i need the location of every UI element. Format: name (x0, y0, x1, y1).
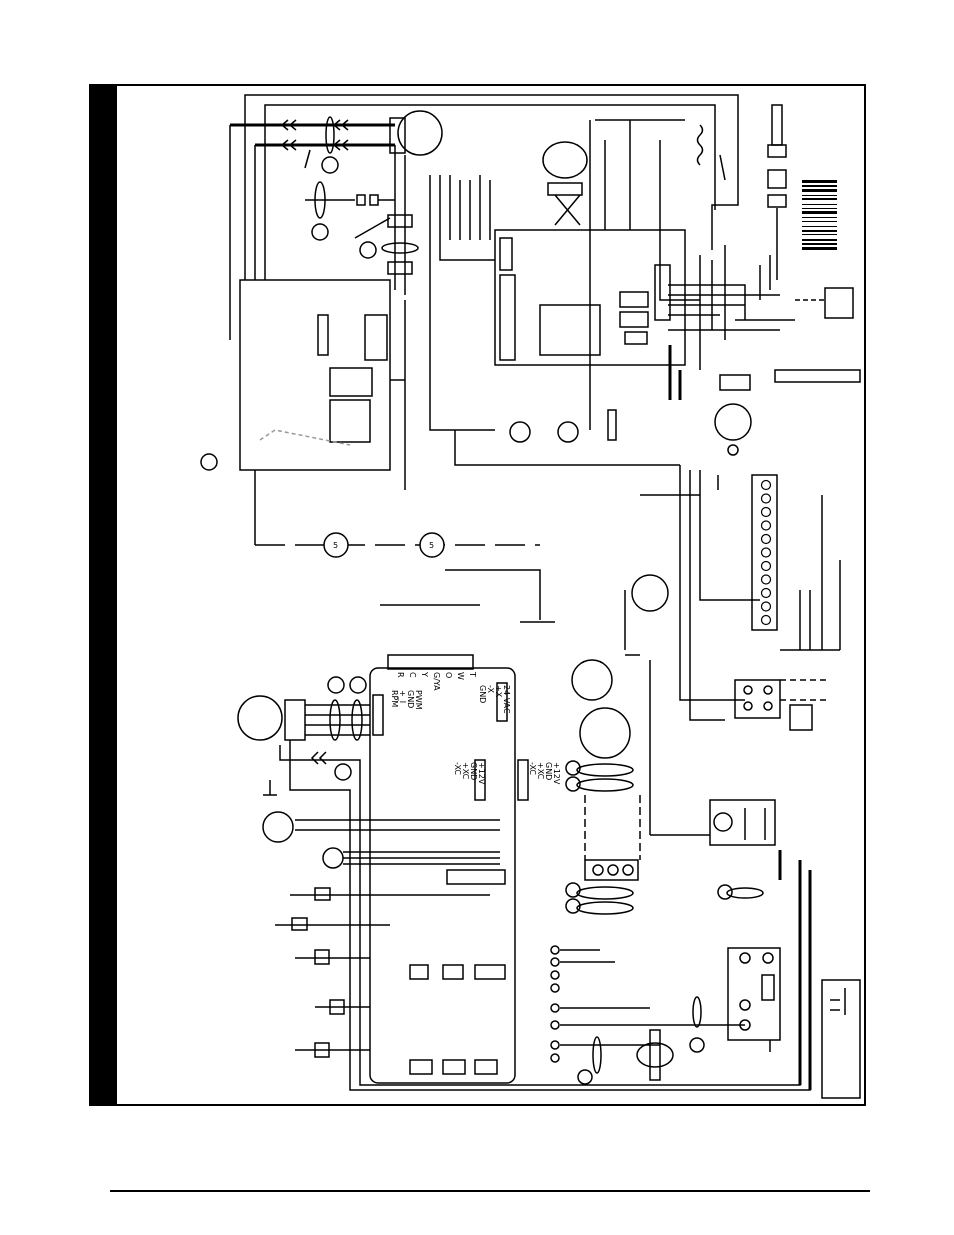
wires-top (201, 95, 860, 730)
svg-text:+_I: +_I (398, 690, 407, 703)
motor-terminal-labels: RPM +_I GND PWM (390, 690, 423, 710)
blower-motor (715, 404, 751, 440)
svg-text:PWM: PWM (414, 690, 423, 710)
barcode (802, 180, 837, 250)
terminal-screw (762, 562, 771, 571)
bus-right-labels: -XC +XC GND +12V (528, 762, 561, 785)
svg-text:R: R (396, 672, 405, 678)
terminal-screw (762, 616, 771, 625)
terminal-screw (762, 494, 771, 503)
barcode-bar (802, 180, 837, 183)
furnace-control-board (370, 668, 515, 1083)
barcode-bar (802, 226, 837, 227)
side-bar (90, 85, 117, 1105)
svg-text:+XC: +XC (461, 762, 470, 780)
terminal-strip (752, 475, 777, 630)
barcode-bar (802, 189, 837, 192)
svg-text:Y: Y (420, 671, 429, 677)
comm-terminal-labels: GND -X +X 24 VAC (478, 685, 511, 714)
svg-text:+X: +X (494, 685, 503, 698)
barcode-bar (802, 204, 837, 205)
barcode-bar (802, 247, 837, 250)
bus-left-labels: -XC +XC GND +12V (453, 762, 486, 785)
terminal-screw (762, 548, 771, 557)
svg-text:GND: GND (544, 762, 553, 780)
legend-box (822, 980, 860, 1098)
svg-text:-X: -X (486, 685, 495, 693)
barcode-bar (802, 195, 837, 196)
svg-text:G/YA: G/YA (432, 672, 441, 691)
barcode-bar (802, 221, 837, 222)
terminal-screw (762, 481, 771, 490)
wires-bottom (238, 655, 860, 1098)
terminal-screw (762, 508, 771, 517)
svg-text:-XC: -XC (528, 762, 537, 775)
barcode-bar (802, 198, 837, 200)
terminal-screw (762, 589, 771, 598)
terminal-screws (762, 481, 771, 625)
capacitor-a-label: 5 (333, 541, 338, 550)
compressor-motor (580, 708, 630, 758)
svg-text:-XC: -XC (453, 762, 462, 775)
barcode-bar (802, 185, 837, 187)
barcode-bar (802, 243, 837, 245)
barcode-bar (802, 211, 837, 214)
svg-text:O: O (444, 672, 453, 678)
svg-text:+12V: +12V (552, 762, 561, 785)
svg-text:GND: GND (469, 762, 478, 780)
barcode-bar (802, 230, 837, 232)
svg-text:RPM: RPM (390, 690, 399, 707)
barcode-bar (802, 239, 837, 241)
top-terminal-labels: R C Y G/YA O W T (396, 671, 477, 691)
svg-text:24 VAC: 24 VAC (502, 685, 511, 714)
terminal-screw (762, 575, 771, 584)
svg-text:GND: GND (406, 690, 415, 708)
barcode-bar (802, 234, 837, 235)
rotary-switch (572, 660, 612, 700)
heavy-wires (232, 125, 810, 1090)
svg-text:W: W (456, 672, 465, 680)
svg-text:+XC: +XC (536, 762, 545, 780)
terminal-screw (762, 602, 771, 611)
capacitor-b-label: 5 (429, 541, 434, 550)
diagram-frame (90, 85, 865, 1105)
barcode-bar (802, 217, 837, 218)
svg-text:+12V: +12V (477, 762, 486, 785)
barcode-bar (802, 208, 837, 209)
gas-valve (543, 142, 587, 178)
terminal-screw (762, 535, 771, 544)
svg-text:T: T (468, 671, 477, 677)
svg-text:GND: GND (478, 685, 487, 703)
terminal-screw (762, 521, 771, 530)
svg-text:C: C (408, 672, 417, 678)
circulator-motor (238, 696, 282, 740)
